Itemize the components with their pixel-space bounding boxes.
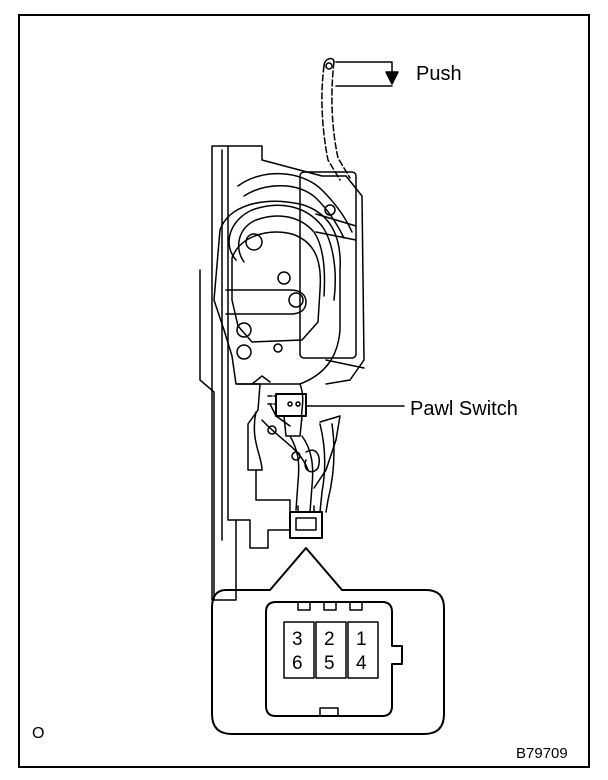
push-rod — [321, 57, 351, 181]
lock-body — [213, 171, 365, 385]
door-panel-outline — [199, 145, 347, 601]
push-arrow-icon — [335, 61, 399, 87]
connector-callout — [211, 547, 445, 735]
pawl-switch-label: Pawl Switch — [410, 398, 518, 420]
figure-frame — [18, 14, 590, 768]
harness-connector-small — [289, 505, 323, 539]
pin-number: 6 — [292, 653, 303, 674]
cable-harness-top — [228, 173, 353, 301]
pin-number: 1 — [356, 629, 367, 650]
pin-number: 3 — [292, 629, 303, 650]
wire-harness-lower — [289, 423, 335, 513]
pin-number: 5 — [324, 653, 335, 674]
pin-number: 2 — [324, 629, 335, 650]
figure-id-label: B79709 — [516, 745, 568, 762]
mounting-holes — [236, 204, 336, 461]
pawl-switch — [267, 393, 307, 437]
corner-mark-label: O — [32, 725, 45, 742]
pin-number: 4 — [356, 653, 367, 674]
connector-face — [265, 601, 403, 717]
push-label: Push — [416, 63, 462, 85]
